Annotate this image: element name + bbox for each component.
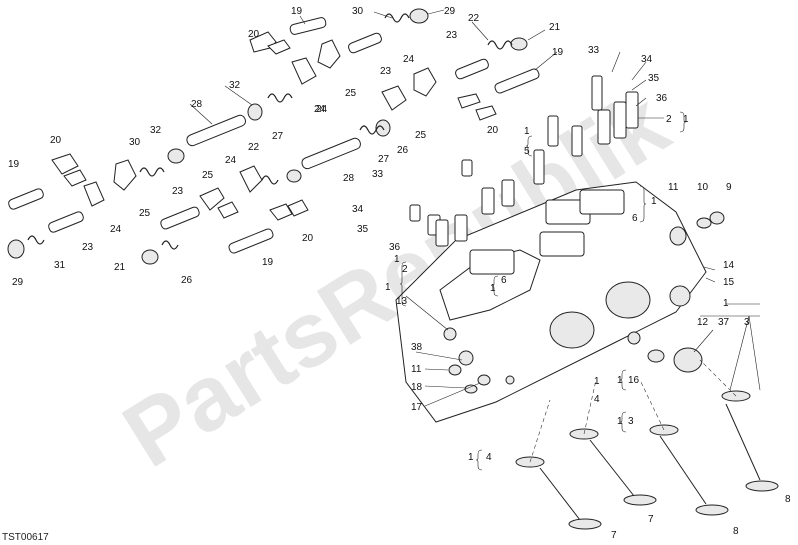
callout-36: 36 bbox=[389, 242, 401, 253]
callout-8: 8 bbox=[785, 494, 791, 505]
callout-9: 9 bbox=[726, 182, 732, 193]
callout-1: 1 bbox=[394, 254, 400, 265]
callout-33: 33 bbox=[372, 169, 384, 180]
callout-32: 32 bbox=[229, 80, 241, 91]
callout-10: 10 bbox=[697, 182, 709, 193]
callout-4: 4 bbox=[486, 452, 492, 463]
callout-34: 34 bbox=[352, 204, 364, 215]
callout-24: 24 bbox=[403, 54, 415, 65]
callout-22: 22 bbox=[248, 142, 260, 153]
valve-tappets-and-keepers bbox=[409, 75, 639, 247]
callout-35: 35 bbox=[648, 73, 660, 84]
callout-1: 1 bbox=[490, 283, 496, 294]
callout-30: 30 bbox=[352, 6, 364, 17]
callout-2: 2 bbox=[666, 114, 672, 125]
callout-26: 26 bbox=[397, 145, 409, 156]
callout-23: 23 bbox=[82, 242, 94, 253]
callout-31: 31 bbox=[54, 260, 66, 271]
callout-11: 11 bbox=[668, 182, 679, 193]
callout-25: 25 bbox=[202, 170, 214, 181]
upper-rocker-shaft-assembly bbox=[186, 8, 540, 170]
group-brackets bbox=[399, 111, 760, 471]
callout-27: 27 bbox=[378, 154, 390, 165]
callout-24: 24 bbox=[316, 104, 328, 115]
callout-6: 6 bbox=[501, 275, 507, 286]
callout-23: 23 bbox=[446, 30, 458, 41]
callout-2: 2 bbox=[402, 264, 408, 275]
callout-29: 29 bbox=[12, 277, 24, 288]
callout-20: 20 bbox=[302, 233, 314, 244]
cylinder-head bbox=[395, 181, 725, 423]
callout-19: 19 bbox=[291, 6, 303, 17]
callout-17: 17 bbox=[411, 402, 423, 413]
callout-20: 20 bbox=[50, 135, 62, 146]
callout-1: 1 bbox=[617, 416, 623, 427]
callout-21: 21 bbox=[114, 262, 126, 273]
callout-1: 1 bbox=[594, 376, 600, 387]
callout-18: 18 bbox=[411, 382, 423, 393]
callout-7: 7 bbox=[611, 530, 617, 541]
callout-8: 8 bbox=[733, 526, 739, 537]
left-rocker-shaft-assembly bbox=[7, 148, 309, 265]
callout-27: 27 bbox=[272, 131, 284, 142]
drawing-code: TST00617 bbox=[2, 532, 49, 543]
callout-24: 24 bbox=[314, 104, 326, 115]
callout-5: 5 bbox=[524, 146, 530, 157]
callout-26: 26 bbox=[181, 275, 193, 286]
callout-37: 37 bbox=[718, 317, 730, 328]
callout-28: 28 bbox=[343, 173, 355, 184]
callout-38: 38 bbox=[411, 342, 423, 353]
callout-16: 16 bbox=[628, 375, 640, 386]
callout-19: 19 bbox=[8, 159, 20, 170]
callout-1: 1 bbox=[723, 298, 729, 309]
callout-24: 24 bbox=[110, 224, 122, 235]
valves bbox=[515, 359, 779, 530]
callout-15: 15 bbox=[723, 277, 735, 288]
callout-1: 1 bbox=[617, 375, 623, 386]
callout-29: 29 bbox=[444, 6, 456, 17]
callout-6: 6 bbox=[632, 213, 638, 224]
callout-21: 21 bbox=[549, 22, 561, 33]
callout-1: 1 bbox=[651, 196, 657, 207]
callout-32: 32 bbox=[150, 125, 162, 136]
callout-22: 22 bbox=[468, 13, 480, 24]
callout-12: 12 bbox=[697, 317, 709, 328]
callout-23: 23 bbox=[380, 66, 392, 77]
callout-1: 1 bbox=[385, 282, 391, 293]
callout-36: 36 bbox=[656, 93, 668, 104]
callout-1: 1 bbox=[524, 126, 530, 137]
callout-28: 28 bbox=[191, 99, 203, 110]
callout-1: 1 bbox=[683, 114, 689, 125]
callout-19: 19 bbox=[262, 257, 274, 268]
callout-20: 20 bbox=[248, 29, 260, 40]
callout-25: 25 bbox=[415, 130, 427, 141]
callout-19: 19 bbox=[552, 47, 564, 58]
callout-25: 25 bbox=[139, 208, 151, 219]
callout-14: 14 bbox=[723, 260, 735, 271]
callout-4: 4 bbox=[594, 394, 600, 405]
callout-35: 35 bbox=[357, 224, 369, 235]
callout-33: 33 bbox=[588, 45, 600, 56]
callout-25: 25 bbox=[345, 88, 357, 99]
callout-3: 3 bbox=[744, 317, 750, 328]
callout-24: 24 bbox=[225, 155, 237, 166]
callout-labels: 19 30 29 22 21 20 23 19 23 24 25 24 32 2… bbox=[8, 6, 791, 541]
callout-34: 34 bbox=[641, 54, 653, 65]
callout-23: 23 bbox=[172, 186, 184, 197]
callout-1: 1 bbox=[468, 452, 474, 463]
callout-11: 11 bbox=[411, 364, 422, 375]
callout-20: 20 bbox=[487, 125, 499, 136]
callout-3: 3 bbox=[628, 416, 634, 427]
leader-lines bbox=[189, 9, 761, 407]
callout-30: 30 bbox=[129, 137, 141, 148]
callout-7: 7 bbox=[648, 514, 654, 525]
